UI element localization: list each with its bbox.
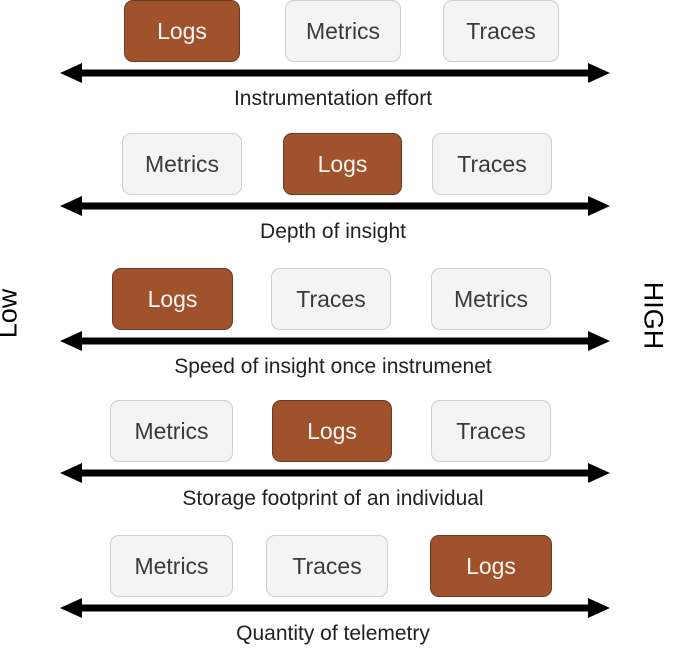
axis-caption: Quantity of telemetry [236, 622, 430, 645]
signal-pill-metrics[interactable]: Metrics [110, 535, 233, 597]
axis-caption: Instrumentation effort [233, 87, 433, 110]
scale-arrow [60, 195, 610, 217]
signal-pill-traces[interactable]: Traces [271, 268, 391, 330]
signal-pill-metrics[interactable]: Metrics [122, 133, 242, 195]
signal-pill-traces[interactable]: Traces [443, 0, 559, 62]
signal-pill-logs[interactable]: Logs [283, 133, 402, 195]
scale-arrow [60, 597, 610, 619]
signal-pill-traces[interactable]: Traces [266, 535, 388, 597]
scale-arrow [60, 62, 610, 84]
signal-pill-traces[interactable]: Traces [431, 400, 551, 462]
scale-low-label: Low [0, 288, 23, 339]
signal-pill-logs[interactable]: Logs [124, 0, 240, 62]
signal-pill-logs[interactable]: Logs [430, 535, 552, 597]
signal-pill-metrics[interactable]: Metrics [110, 400, 233, 462]
scale-arrow [60, 462, 610, 484]
axis-caption: Storage footprint of an individual [182, 487, 484, 510]
signal-pill-metrics[interactable]: Metrics [285, 0, 401, 62]
signal-pill-logs[interactable]: Logs [272, 400, 392, 462]
axis-caption: Speed of insight once instrumenet [174, 355, 492, 378]
signal-pill-metrics[interactable]: Metrics [431, 268, 551, 330]
scale-high-label: HIGH [638, 281, 669, 350]
signal-pill-traces[interactable]: Traces [432, 133, 552, 195]
scale-arrow [60, 330, 610, 352]
axis-caption: Depth of insight [260, 220, 406, 243]
signal-pill-logs[interactable]: Logs [112, 268, 233, 330]
